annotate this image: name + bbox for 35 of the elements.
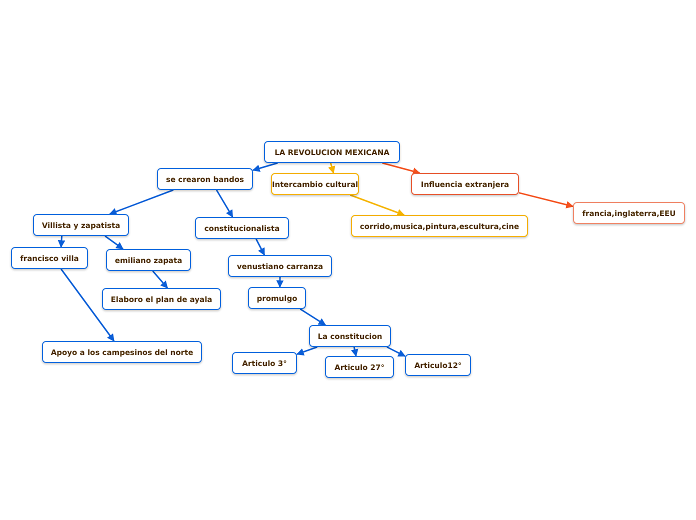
concept-box: [325, 356, 394, 378]
arrow: [104, 235, 124, 250]
arrow: [382, 162, 420, 175]
concept-box: [157, 168, 253, 190]
arrow: [328, 162, 336, 174]
arrow: [276, 277, 284, 288]
concept-box: [102, 288, 221, 310]
concept-box: [309, 325, 391, 347]
arrow: [152, 270, 168, 289]
concept-box: [573, 202, 685, 224]
concept-box: [42, 341, 202, 363]
concept-box: [405, 354, 471, 376]
concept-box: [11, 247, 88, 269]
concept-box: [271, 173, 359, 195]
arrow: [60, 268, 115, 342]
concept-box: [195, 217, 289, 239]
arrow: [386, 346, 406, 357]
concept-box: [232, 352, 297, 374]
concept-box: [411, 173, 519, 195]
arrow: [252, 162, 278, 172]
arrow: [518, 192, 574, 208]
arrow: [350, 194, 405, 216]
arrow: [255, 238, 266, 256]
concept-box: [248, 287, 306, 309]
arrow: [300, 308, 326, 326]
arrow: [109, 189, 174, 216]
arrow: [216, 190, 234, 218]
concept-box: [351, 215, 528, 237]
concept-box: [264, 141, 400, 163]
arrow: [350, 346, 358, 357]
concept-box: [228, 255, 332, 277]
concept-box: [106, 249, 191, 271]
arrow: [296, 346, 318, 356]
arrow: [58, 236, 66, 248]
concept-box: [33, 214, 129, 236]
